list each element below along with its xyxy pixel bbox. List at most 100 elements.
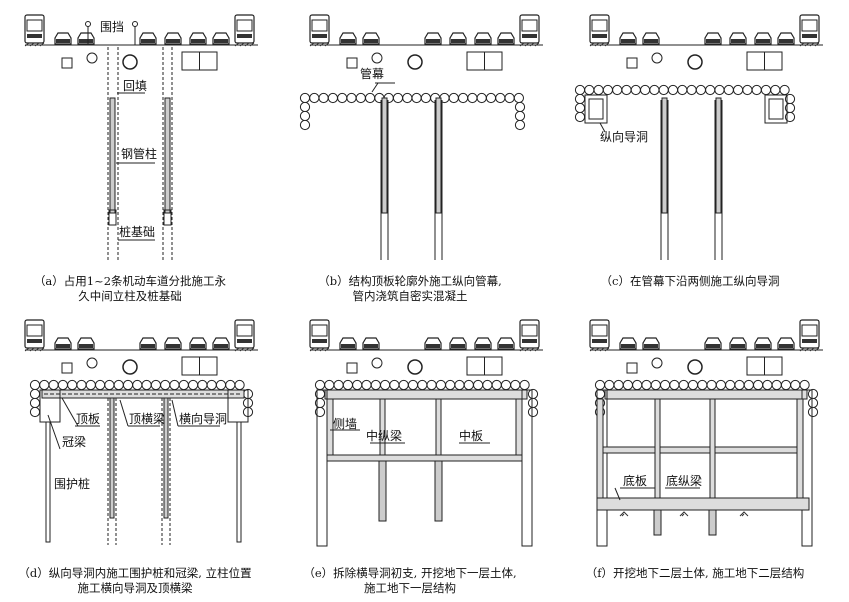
column	[435, 398, 442, 456]
pipe-roof-pipe	[482, 379, 493, 391]
label-steel-column: 钢管柱	[121, 146, 157, 161]
car-icon	[424, 337, 442, 350]
utility-box	[346, 362, 358, 374]
car-icon	[754, 32, 772, 45]
label-hoarding: 围挡	[100, 20, 124, 34]
utility-box	[61, 362, 73, 374]
bus-window	[801, 19, 818, 32]
bus-bumper	[312, 339, 327, 343]
longitudinal-drift-inner	[588, 98, 604, 120]
pipe-roof-pipe	[215, 379, 227, 391]
side-wall	[796, 398, 804, 510]
utility-pipe	[371, 357, 383, 369]
pipe-roof-pipe	[723, 84, 734, 96]
ground-hatch	[234, 42, 255, 47]
pipe-roof-pipe	[29, 397, 41, 409]
pipe-roof-pipe	[513, 92, 525, 104]
pipe-roof-pipe	[762, 379, 773, 391]
utility-box	[626, 57, 638, 69]
utility-pipe	[651, 357, 663, 369]
ground-hatch	[589, 42, 610, 47]
bus-icon	[309, 14, 330, 47]
pipe-roof-pipe	[299, 119, 311, 131]
leader	[61, 397, 79, 427]
pipe-roof-pipe	[398, 379, 409, 391]
caption-line: （a）占用1~2条机动车道分批施工永	[33, 274, 227, 288]
pipe-roof-pipe	[417, 379, 428, 391]
bus-icon	[234, 319, 255, 352]
pipe-roof-pipe	[314, 379, 326, 391]
car-icon	[139, 32, 157, 45]
pipe-roof-pipe	[309, 92, 320, 104]
bus-bumper	[802, 339, 817, 343]
caption-line: 施工横向导洞及顶横梁	[77, 581, 193, 595]
pipe-roof-pipe	[365, 92, 376, 104]
side-wall	[596, 398, 604, 510]
car-icon	[139, 337, 157, 350]
pipe-roof-pipe	[514, 110, 526, 122]
car-icon	[54, 32, 72, 45]
pipe-roof-pipe	[807, 397, 819, 409]
pipe-roof-pipe	[473, 379, 484, 391]
ground-hatch	[234, 347, 255, 352]
bus-bumper	[312, 34, 327, 38]
pile-foundation	[653, 509, 662, 536]
label-middle-long-beam: 中纵梁	[366, 428, 402, 443]
car-grille	[214, 39, 228, 43]
pipe-roof-pipe	[352, 379, 363, 391]
pipe-roof-pipe	[725, 379, 736, 391]
pipe-roof-pipe	[389, 379, 400, 391]
caption-line: 管内浇筑自密实混凝土	[352, 289, 468, 303]
car-icon	[704, 337, 722, 350]
car-icon	[212, 32, 230, 45]
pipe-roof-pipe	[361, 379, 372, 391]
car-grille	[779, 344, 793, 348]
ground-hatch	[739, 511, 749, 517]
bus-icon	[24, 14, 45, 47]
car-grille	[141, 344, 155, 348]
pipe-roof-pipe	[402, 92, 413, 104]
car-icon	[497, 32, 515, 45]
pipe-roof-pipe	[327, 92, 338, 104]
steel-pipe-column	[163, 397, 169, 519]
pipe-roof-pipe	[734, 379, 745, 391]
pipe-roof-pipe	[574, 93, 586, 105]
pipe-roof-pipe	[799, 379, 810, 391]
middle-slab	[602, 446, 798, 454]
bus-icon	[589, 14, 610, 47]
label-pipe-roof: 管幕	[360, 66, 384, 81]
pipe-roof-pipe	[584, 84, 595, 96]
pipe-roof-pipe	[510, 379, 521, 391]
pipe-roof-pipe	[467, 92, 478, 104]
pipe-roof-pipe	[67, 379, 78, 391]
car-icon	[189, 32, 207, 45]
bus-bumper	[522, 34, 537, 38]
car-icon	[212, 337, 230, 350]
pipe-roof-pipe	[29, 388, 41, 400]
ground-hatch	[679, 511, 689, 517]
pipe-roof-pipe	[299, 110, 311, 122]
steel-pipe-column	[715, 97, 722, 214]
car-icon	[449, 337, 467, 350]
car-grille	[499, 344, 513, 348]
pipe-roof-pipe	[514, 119, 526, 131]
retaining-pile	[236, 421, 242, 543]
car-icon	[642, 337, 660, 350]
car-grille	[341, 39, 355, 43]
pipe-roof-pipe	[160, 379, 171, 391]
car-grille	[451, 344, 465, 348]
bus-bumper	[592, 339, 607, 343]
car-grille	[621, 39, 635, 43]
ground-hatch	[309, 347, 330, 352]
pipe-roof-pipe	[122, 379, 134, 391]
car-grille	[166, 344, 180, 348]
bus-window	[521, 19, 538, 32]
label-crown-beam: 冠梁	[62, 434, 86, 449]
pipe-roof-pipe	[660, 379, 671, 391]
pipe-roof-pipe	[299, 101, 311, 113]
pipe-roof-pipe	[445, 379, 456, 391]
steel-pipe-column	[109, 397, 115, 519]
pipe-roof-pipe	[779, 84, 790, 96]
ground-hatch	[309, 42, 330, 47]
leader	[614, 487, 621, 501]
